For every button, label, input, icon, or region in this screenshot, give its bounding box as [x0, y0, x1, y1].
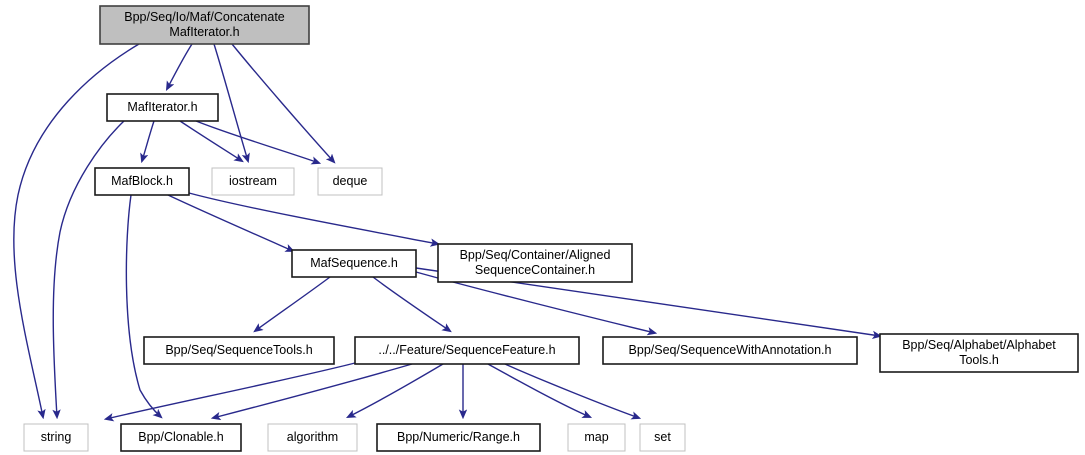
- edge-layer: [13, 43, 883, 422]
- node-label-string: string: [41, 430, 72, 444]
- node-box-map[interactable]: [567, 423, 626, 452]
- node-box-mafblock[interactable]: [94, 167, 190, 196]
- edge-mafblock-to-clonable: [125, 194, 163, 419]
- node-string[interactable]: string: [23, 423, 89, 452]
- edge-root-to-deque: [231, 43, 336, 164]
- node-box-sequencewithannotation[interactable]: [602, 336, 858, 365]
- edge-root-to-string: [13, 43, 140, 420]
- node-box-sequencefeature[interactable]: [354, 336, 580, 365]
- node-label-clonable: Bpp/Clonable.h: [138, 430, 224, 444]
- node-box-sequencetools[interactable]: [143, 336, 335, 365]
- node-label-root: MafIterator.h: [169, 25, 239, 39]
- edge-sequencefeature-to-algorithm: [345, 363, 444, 419]
- node-label-alignedcontainer: SequenceContainer.h: [475, 263, 595, 277]
- edge-sequencefeature-to-set: [504, 363, 642, 420]
- node-label-mafsequence: MafSequence.h: [310, 256, 398, 270]
- node-box-algorithm[interactable]: [267, 423, 358, 452]
- node-layer: Bpp/Seq/Io/Maf/ConcatenateMafIterator.hM…: [23, 5, 1079, 452]
- edge-sequencefeature-to-clonable: [210, 363, 413, 421]
- edge-mafiterator-to-iostream: [179, 120, 244, 163]
- edge-mafblock-to-mafsequence: [167, 194, 296, 252]
- node-mafiterator[interactable]: MafIterator.h: [106, 93, 219, 122]
- node-box-alignedcontainer[interactable]: [437, 243, 633, 283]
- node-box-deque[interactable]: [317, 167, 383, 196]
- node-label-iostream: iostream: [229, 174, 277, 188]
- node-label-range: Bpp/Numeric/Range.h: [397, 430, 520, 444]
- edge-mafsequence-to-sequencetools: [253, 276, 331, 333]
- node-box-range[interactable]: [376, 423, 541, 452]
- node-box-iostream[interactable]: [211, 167, 295, 196]
- edge-mafiterator-to-mafblock: [140, 120, 155, 164]
- node-label-set: set: [654, 430, 671, 444]
- node-map[interactable]: map: [567, 423, 626, 452]
- node-mafsequence[interactable]: MafSequence.h: [291, 249, 417, 278]
- node-clonable[interactable]: Bpp/Clonable.h: [120, 423, 242, 452]
- node-sequencetools[interactable]: Bpp/Seq/SequenceTools.h: [143, 336, 335, 365]
- node-label-mafiterator: MafIterator.h: [127, 100, 197, 114]
- edge-mafiterator-to-string: [52, 120, 125, 420]
- edge-mafiterator-to-deque: [195, 120, 322, 165]
- node-sequencewithannotation[interactable]: Bpp/Seq/SequenceWithAnnotation.h: [602, 336, 858, 365]
- node-box-mafsequence[interactable]: [291, 249, 417, 278]
- node-label-alignedcontainer: Bpp/Seq/Container/Aligned: [460, 248, 611, 262]
- node-box-string[interactable]: [23, 423, 89, 452]
- node-iostream[interactable]: iostream: [211, 167, 295, 196]
- edge-mafblock-to-alignedcontainer: [188, 192, 441, 247]
- node-box-clonable[interactable]: [120, 423, 242, 452]
- edge-root-to-mafiterator: [165, 43, 193, 91]
- node-label-algorithm: algorithm: [287, 430, 338, 444]
- node-box-mafiterator[interactable]: [106, 93, 219, 122]
- node-box-set[interactable]: [639, 423, 686, 452]
- node-label-sequencetools: Bpp/Seq/SequenceTools.h: [165, 343, 312, 357]
- node-algorithm[interactable]: algorithm: [267, 423, 358, 452]
- node-label-map: map: [584, 430, 608, 444]
- node-label-alphabettools: Tools.h: [959, 353, 999, 367]
- node-box-alphabettools[interactable]: [879, 333, 1079, 373]
- node-label-sequencefeature: ../../Feature/SequenceFeature.h: [378, 343, 555, 357]
- node-label-root: Bpp/Seq/Io/Maf/Concatenate: [124, 10, 285, 24]
- node-label-mafblock: MafBlock.h: [111, 174, 173, 188]
- edge-sequencefeature-to-map: [487, 363, 593, 418]
- node-label-deque: deque: [333, 174, 368, 188]
- edge-root-to-iostream: [213, 43, 250, 164]
- node-sequencefeature[interactable]: ../../Feature/SequenceFeature.h: [354, 336, 580, 365]
- edge-sequencefeature-to-string: [103, 362, 356, 422]
- node-label-sequencewithannotation: Bpp/Seq/SequenceWithAnnotation.h: [629, 343, 832, 357]
- node-set[interactable]: set: [639, 423, 686, 452]
- edge-mafsequence-to-sequencefeature: [372, 276, 452, 333]
- node-label-alphabettools: Bpp/Seq/Alphabet/Alphabet: [902, 338, 1056, 352]
- node-range[interactable]: Bpp/Numeric/Range.h: [376, 423, 541, 452]
- node-alignedcontainer[interactable]: Bpp/Seq/Container/AlignedSequenceContain…: [437, 243, 633, 283]
- node-mafblock[interactable]: MafBlock.h: [94, 167, 190, 196]
- node-deque[interactable]: deque: [317, 167, 383, 196]
- node-box-root[interactable]: [99, 5, 310, 45]
